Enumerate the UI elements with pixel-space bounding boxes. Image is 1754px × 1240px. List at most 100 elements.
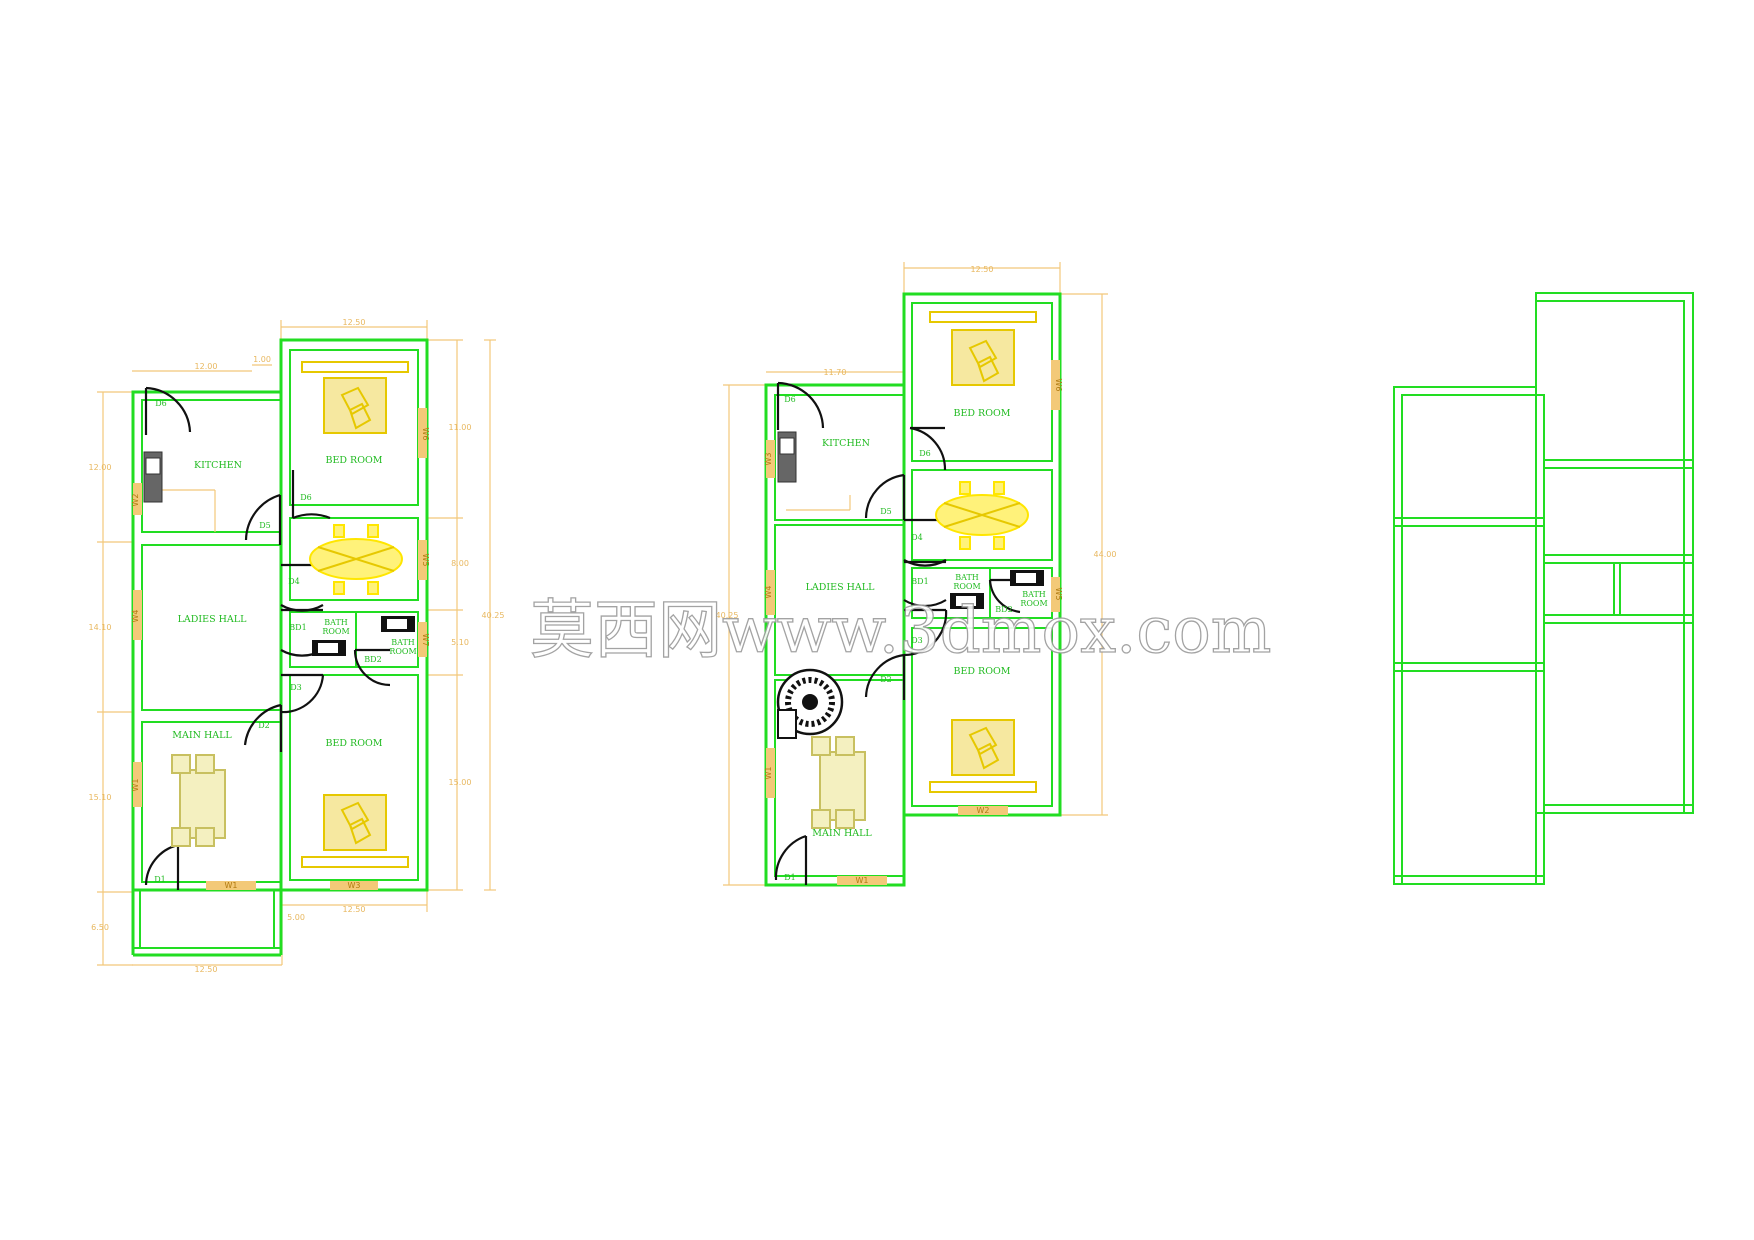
dim-left-1: 12.00	[89, 463, 112, 472]
window-w3-label: W3	[348, 881, 361, 890]
dim-top-notch: 1.00	[253, 355, 271, 364]
first-room-bath2-line2: ROOM	[1020, 599, 1047, 608]
first-door-d2: D2	[880, 675, 892, 684]
first-window-w3	[766, 440, 775, 478]
door-d6-kitchen: D6	[155, 399, 167, 408]
first-dim-right-total: 44.00	[1094, 550, 1117, 559]
dim-top-right: 12.50	[343, 318, 366, 327]
dim-right-4: 15.00	[449, 778, 472, 787]
ground-kitchen-sink	[143, 451, 163, 503]
first-dim-top-left: 11.70	[824, 368, 847, 377]
door-bd1: BD1	[289, 623, 306, 632]
first-window-w4	[766, 570, 775, 615]
room-bed-bottom: BED ROOM	[325, 738, 382, 749]
outline-plan	[1393, 292, 1694, 885]
room-bed-top: BED ROOM	[325, 455, 382, 466]
first-room-ladies-hall: LADIES HALL	[806, 582, 875, 593]
first-toilet-2	[1010, 570, 1044, 586]
ground-dining-table	[309, 524, 403, 595]
window-w4	[133, 590, 142, 640]
window-w3	[330, 881, 378, 890]
first-window-w1-bottom	[837, 876, 887, 885]
window-w5	[418, 540, 427, 580]
door-d1: D1	[154, 875, 166, 884]
first-bed-bottom	[929, 719, 1037, 793]
dim-top-left: 12.00	[195, 362, 218, 371]
first-room-main-hall: MAIN HALL	[812, 828, 872, 839]
first-room-bed-top: BED ROOM	[953, 408, 1010, 419]
ground-toilet-2	[381, 616, 415, 632]
ground-toilet-1	[312, 640, 346, 656]
first-window-w2	[958, 806, 1008, 815]
dim-left-3: 15.10	[89, 793, 112, 802]
first-window-w3-label: W3	[764, 453, 773, 466]
window-w1-side-label: W1	[131, 779, 140, 792]
first-door-d5: D5	[880, 507, 892, 516]
window-w4-label: W4	[131, 610, 140, 623]
ground-sofa	[171, 754, 226, 847]
first-door-d6-kitchen: D6	[784, 395, 796, 404]
first-floor-plan: 12.50 11.70 44.00 40.25 W6 W5 W3 W4 W1	[716, 262, 1117, 887]
ground-bed-bottom	[301, 794, 409, 868]
window-w1-bottom	[206, 881, 256, 890]
first-door-d1: D1	[784, 873, 796, 882]
window-w5-label: W5	[421, 554, 430, 567]
first-door-d6-bed: D6	[919, 449, 931, 458]
door-d4: D4	[288, 577, 300, 586]
first-bed-top	[929, 311, 1037, 386]
watermark: 莫西网www.3dmox.com	[530, 594, 1272, 668]
ground-dimension-lines	[97, 320, 496, 966]
window-w7-label: W7	[421, 634, 430, 647]
first-window-w5	[1051, 577, 1060, 612]
first-dimension-lines	[723, 262, 1108, 886]
first-window-w6-label: W6	[1054, 379, 1063, 392]
room-ladies-hall: LADIES HALL	[178, 614, 247, 625]
first-door-bd1: BD1	[911, 577, 928, 586]
first-dim-left-total: 40.25	[716, 611, 739, 620]
room-bath2-line2: ROOM	[389, 647, 416, 656]
first-dim-top: 12.50	[971, 265, 994, 274]
window-w6-label: W6	[421, 428, 430, 441]
window-w7	[418, 622, 427, 657]
first-window-w4-label: W4	[764, 586, 773, 599]
window-w1-bottom-label: W1	[225, 881, 238, 890]
dim-right-1: 11.00	[449, 423, 472, 432]
first-window-w5-label: W5	[1054, 588, 1063, 601]
first-dining-table	[935, 481, 1029, 550]
first-window-w1-side-label: W1	[764, 767, 773, 780]
room-bath2-line1: BATH	[391, 638, 415, 647]
door-d2: D2	[258, 721, 270, 730]
first-toilet-1	[950, 593, 984, 609]
spiral-staircase	[776, 668, 844, 739]
ground-bed-top	[301, 361, 409, 434]
window-w2-label: W2	[131, 494, 140, 507]
room-kitchen: KITCHEN	[194, 460, 242, 471]
dim-left-2: 14.10	[89, 623, 112, 632]
window-w1-side	[133, 762, 142, 807]
dim-right-3: 5.10	[451, 638, 469, 647]
first-door-bd2: BD2	[995, 605, 1012, 614]
room-main-hall: MAIN HALL	[172, 730, 232, 741]
first-window-w1-side	[766, 748, 775, 798]
room-bath1-line1: BATH	[324, 618, 348, 627]
first-kitchen-sink	[777, 431, 797, 483]
room-bath1-line2: ROOM	[322, 627, 349, 636]
window-w2	[133, 483, 142, 515]
first-room-bath1-line1: BATH	[955, 573, 979, 582]
first-room-bath1-line2: ROOM	[953, 582, 980, 591]
dim-left-4: 6.50	[91, 923, 109, 932]
dim-bottom-left: 12.50	[195, 965, 218, 974]
first-window-w1-bottom-label: W1	[856, 876, 869, 885]
first-doors	[774, 381, 1021, 885]
first-room-kitchen: KITCHEN	[822, 438, 870, 449]
first-sofa	[811, 736, 866, 829]
window-w6	[418, 408, 427, 458]
first-room-bath2-line1: BATH	[1022, 590, 1046, 599]
dim-right-2: 8.00	[451, 559, 469, 568]
first-window-w2-label: W2	[977, 806, 990, 815]
door-d6-bed: D6	[300, 493, 312, 502]
door-d3: D3	[290, 683, 302, 692]
ground-floor-plan: 12.50 12.00 1.00 12.00 14.10 15.10 6.50 …	[89, 318, 505, 974]
first-door-d4: D4	[911, 533, 923, 542]
